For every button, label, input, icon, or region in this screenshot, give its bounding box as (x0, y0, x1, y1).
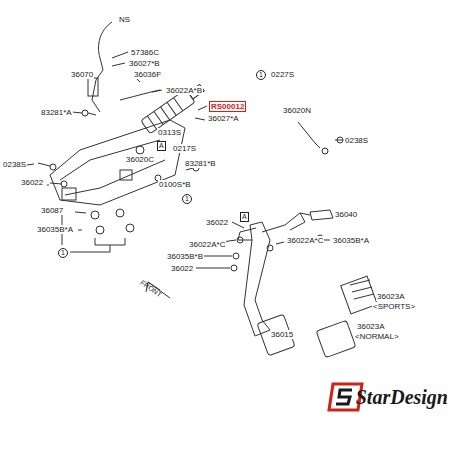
part-number: 36022A*C (188, 240, 226, 249)
part-number: 36023A (376, 292, 406, 301)
variant-note: <SPORTS> (372, 302, 416, 311)
part-number: 83281*A (40, 108, 73, 117)
part-number: 36036F (133, 70, 162, 79)
part-number: 36035B*B (166, 252, 204, 261)
part-number: NS (118, 15, 131, 24)
watermark-logo: StarDesign (355, 386, 449, 408)
reference-mark: A (240, 212, 249, 222)
part-number: 0238S (2, 160, 27, 169)
part-number: 0100S*B (158, 180, 192, 189)
part-number: 36022A*C (286, 236, 324, 245)
variant-note: <NORMAL> (354, 332, 400, 341)
part-number: 0227S (270, 70, 295, 79)
part-number: 36087 (40, 206, 64, 215)
direction-arrow: FRONT (138, 277, 165, 299)
part-number: 36023A (356, 322, 386, 331)
part-number: 57386C (130, 48, 160, 57)
reference-mark: A (157, 141, 166, 151)
part-number: 36035B*A (36, 225, 74, 234)
part-number: 36022 (20, 178, 44, 187)
part-number: 36035B*A (332, 236, 370, 245)
part-number: 36070 (70, 70, 94, 79)
part-number: 36022 (205, 218, 229, 227)
callout-number: 1 (58, 248, 68, 258)
highlighted-part: RS00012 (209, 101, 246, 112)
part-number: 36040 (334, 210, 358, 219)
part-number: 36027*B (128, 59, 161, 68)
callout-number: 1 (182, 194, 192, 204)
part-number: 36020C (125, 155, 155, 164)
part-number: 36020N (282, 106, 312, 115)
part-number: 36027*A (207, 114, 240, 123)
part-number: 36022 (170, 264, 194, 273)
part-number: 36022A*B (165, 86, 203, 95)
part-number: 83281*B (184, 159, 217, 168)
part-number: 0238S (344, 136, 369, 145)
callout-number: 1 (256, 70, 266, 80)
part-number: 0313S (157, 128, 182, 137)
part-number: 0217S (172, 144, 197, 153)
part-number: 36015 (270, 330, 294, 339)
